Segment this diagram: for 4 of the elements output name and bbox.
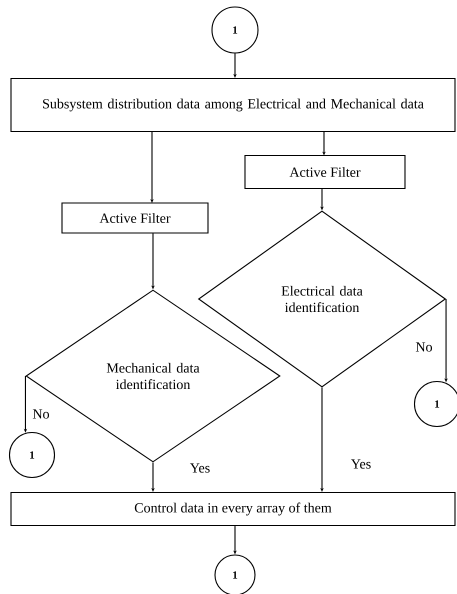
process-box: Active Filter xyxy=(244,154,406,190)
process-box: Subsystem distribution data among Electrical and Mechanical data xyxy=(10,78,456,132)
process-box: Active Filter xyxy=(61,202,209,234)
process-box: Control data in every array of them xyxy=(10,492,456,526)
